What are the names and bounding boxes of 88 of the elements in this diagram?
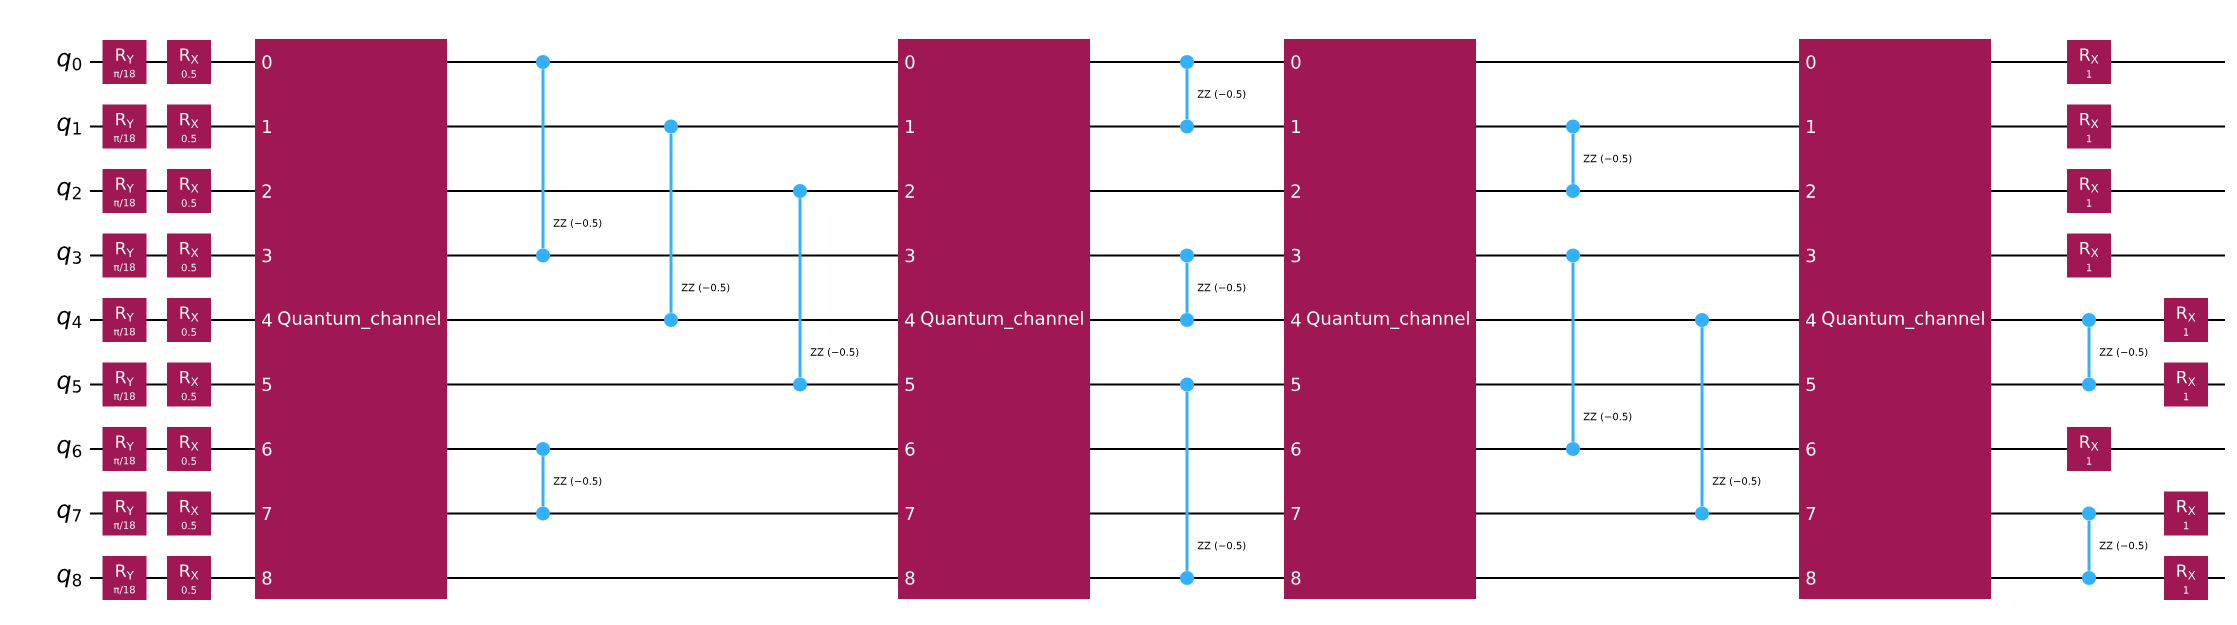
edge-label: ZZ (−0.5): [1582, 411, 1634, 423]
coupling-line: [541, 69, 545, 249]
edge-label: ZZ (−0.5): [1196, 282, 1248, 294]
channel-box: 0 1 2 3 4 Quantum_channel 5 6 7 8: [1799, 39, 1991, 599]
control-dot: [1180, 119, 1194, 134]
gate-box: R$_{X}$ 1: [2164, 556, 2208, 600]
control-dot: [1566, 184, 1580, 198]
qubit-label: q$_{4}$: [57, 310, 82, 330]
coupling-line: [2087, 327, 2091, 378]
qubit-label: q$_{1}$: [57, 117, 81, 136]
edge-label: ZZ (−0.5): [809, 347, 861, 358]
gate-box: R$_{X}$ 1: [2164, 298, 2208, 342]
gate-box: R$_{X}$ 1: [2067, 40, 2111, 84]
edge-label: ZZ (−0.5): [680, 282, 732, 294]
coupling-line: [669, 133, 673, 313]
channel-box: 0 1 2 3 4 Quantum_channel 5 6 7 8: [255, 39, 447, 599]
gate-box: R$_{Y}$ π/18: [102, 169, 147, 213]
control-dot: [2082, 506, 2096, 521]
edge-label: ZZ (−0.5): [1582, 153, 1634, 165]
coupling-line: [1571, 133, 1575, 184]
gate-box: R$_{Y}$ π/18: [102, 40, 147, 84]
control-dot: [1180, 248, 1194, 263]
qubit-label: q$_{7}$: [57, 504, 81, 523]
gate-box: R$_{X}$ 0.5: [167, 169, 211, 213]
coupling-line: [1185, 391, 1189, 571]
coupling-line: [1571, 262, 1575, 442]
control-dot: [2082, 377, 2096, 392]
control-dot: [793, 377, 807, 392]
gate-box: R$_{Y}$ π/18: [102, 362, 147, 407]
control-dot: [1180, 377, 1194, 392]
channel-box: 0 1 2 3 4 Quantum_channel 5 6 7 8: [1284, 39, 1476, 599]
qubit-label: q$_{5}$: [57, 375, 81, 394]
coupling-line: [1185, 69, 1189, 120]
control-dot: [536, 442, 550, 456]
coupling-line: [1185, 262, 1189, 313]
gate-box: R$_{X}$ 1: [2067, 233, 2111, 278]
gate-box: R$_{X}$ 1: [2067, 427, 2111, 471]
control-dot: [793, 184, 807, 198]
edge-label: ZZ (−0.5): [2098, 347, 2150, 358]
control-dot: [536, 248, 550, 263]
control-dot: [1566, 119, 1580, 134]
control-dot: [664, 119, 678, 134]
gate-box: R$_{Y}$ π/18: [102, 298, 147, 342]
control-dot: [1180, 313, 1194, 327]
edge-label: ZZ (−0.5): [552, 476, 604, 487]
gate-box: R$_{X}$ 1: [2164, 362, 2208, 407]
control-dot: [1695, 313, 1709, 327]
control-dot: [1566, 248, 1580, 263]
edge-label: ZZ (−0.5): [552, 218, 604, 229]
gate-box: R$_{Y}$ π/18: [102, 233, 147, 278]
gate-box: R$_{X}$ 0.5: [167, 233, 211, 278]
gate-box: R$_{X}$ 1: [2164, 491, 2208, 536]
gate-box: R$_{X}$ 0.5: [167, 298, 211, 342]
gate-box: R$_{Y}$ π/18: [102, 491, 147, 536]
coupling-line: [2087, 520, 2091, 571]
control-dot: [664, 313, 678, 327]
gate-box: R$_{X}$ 0.5: [167, 427, 211, 471]
gate-box: R$_{X}$ 0.5: [167, 556, 211, 600]
edge-label: ZZ (−0.5): [2098, 540, 2150, 552]
coupling-line: [798, 198, 802, 378]
edge-label: ZZ (−0.5): [1711, 476, 1763, 487]
qubit-label: q$_{0}$: [57, 52, 82, 72]
control-dot: [1566, 442, 1580, 456]
control-dot: [1695, 506, 1709, 521]
edge-label: ZZ (−0.5): [1196, 89, 1248, 100]
coupling-line: [541, 456, 545, 507]
edge-label: ZZ (−0.5): [1196, 540, 1248, 552]
qubit-label: q$_{2}$: [57, 181, 81, 201]
gate-box: R$_{X}$ 0.5: [167, 104, 211, 149]
control-dot: [536, 506, 550, 521]
control-dot: [1180, 571, 1194, 585]
gate-box: R$_{X}$ 0.5: [167, 40, 211, 84]
gate-box: R$_{Y}$ π/18: [102, 104, 147, 149]
qubit-label: q$_{3}$: [57, 246, 81, 265]
gate-box: R$_{X}$ 0.5: [167, 491, 211, 536]
channel-box: 0 1 2 3 4 Quantum_channel 5 6 7 8: [898, 39, 1090, 599]
qubit-label: q$_{6}$: [57, 439, 82, 459]
control-dot: [1180, 55, 1194, 69]
qubit-label: q$_{8}$: [57, 568, 82, 588]
gate-box: R$_{X}$ 1: [2067, 104, 2111, 149]
gate-box: R$_{Y}$ π/18: [102, 427, 147, 471]
gate-box: R$_{X}$ 1: [2067, 169, 2111, 213]
control-dot: [536, 55, 550, 69]
coupling-line: [1700, 327, 1704, 507]
control-dot: [2082, 313, 2096, 327]
gate-box: R$_{X}$ 0.5: [167, 362, 211, 407]
control-dot: [2082, 571, 2096, 585]
gate-box: R$_{Y}$ π/18: [102, 556, 147, 600]
